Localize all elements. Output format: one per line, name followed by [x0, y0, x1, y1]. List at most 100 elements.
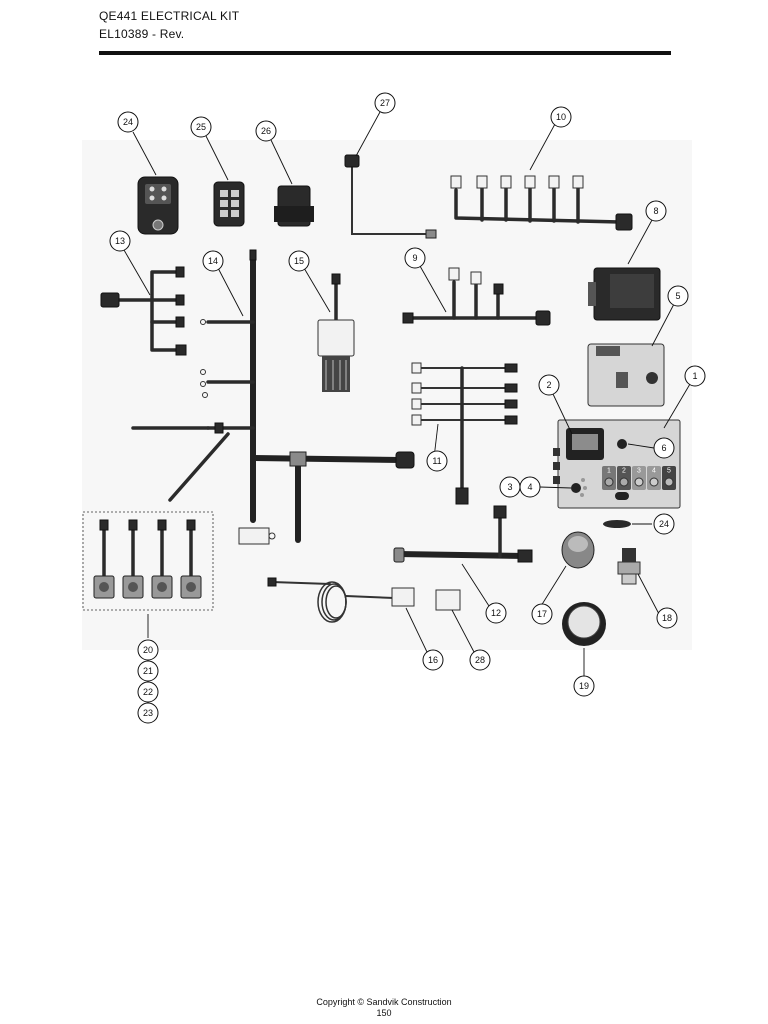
- callout-label: 8: [653, 206, 658, 216]
- control-box-button-4: 4: [647, 466, 661, 490]
- callout-21: 21: [137, 660, 159, 682]
- callout-5: 5: [667, 285, 689, 307]
- callout-label: 24: [659, 519, 669, 529]
- callout-10: 10: [550, 106, 572, 128]
- callout-28: 28: [469, 649, 491, 671]
- callout-label: 20: [143, 645, 153, 655]
- callout-label: 18: [662, 613, 672, 623]
- part-receiver-module: [274, 185, 314, 227]
- part-sensor-kit: [82, 511, 214, 611]
- part-small-remote: [213, 181, 245, 227]
- callout-label: 16: [428, 655, 438, 665]
- callout-23: 23: [137, 702, 159, 724]
- copyright-text: Copyright © Sandvik Construction: [316, 997, 452, 1007]
- callout-label: 21: [143, 666, 153, 676]
- callout-24-gasket: 24: [653, 513, 675, 535]
- callout-label: 3: [507, 482, 512, 492]
- control-box-button-label: 4: [652, 468, 656, 475]
- part-harness-11: [411, 362, 518, 505]
- document-subtitle: EL10389 - Rev.: [99, 27, 185, 41]
- part-cable-12: [393, 505, 533, 563]
- document-title: QE441 ELECTRICAL KIT: [99, 9, 240, 23]
- callout-19: 19: [573, 675, 595, 697]
- callout-label: 23: [143, 708, 153, 718]
- sensor-unit: [93, 519, 115, 599]
- part-handheld-remote: [137, 176, 179, 235]
- part-horn: [562, 602, 606, 646]
- callout-16: 16: [422, 649, 444, 671]
- callout-20: 20: [137, 639, 159, 661]
- page-footer: Copyright © Sandvik Construction 150: [0, 997, 768, 1019]
- header-rule: [99, 51, 671, 55]
- part-harness-9: [402, 267, 551, 326]
- callout-14: 14: [202, 250, 224, 272]
- callout-label: 25: [196, 122, 206, 132]
- control-box-button-5: 5: [662, 466, 676, 490]
- callout-26: 26: [255, 120, 277, 142]
- callout-label: 11: [432, 456, 441, 466]
- part-gasket: [603, 520, 631, 528]
- callout-12: 12: [485, 602, 507, 624]
- callout-label: 17: [537, 609, 547, 619]
- callout-label: 1: [692, 371, 697, 381]
- callout-label: 9: [412, 253, 417, 263]
- callout-label: 10: [556, 112, 566, 122]
- part-valve: [617, 548, 641, 585]
- part-antenna-cable: [344, 154, 437, 239]
- callout-label: 4: [527, 482, 532, 492]
- callout-4: 4: [519, 476, 541, 498]
- callout-label: 14: [208, 256, 218, 266]
- callout-25: 25: [190, 116, 212, 138]
- callout-label: 12: [491, 608, 501, 618]
- callout-8: 8: [645, 200, 667, 222]
- part-coiled-cable-16: [267, 577, 415, 623]
- control-box-button-2: 2: [617, 466, 631, 490]
- control-box-button-label: 5: [667, 468, 671, 475]
- callout-label: 27: [380, 98, 390, 108]
- control-box-button-label: 2: [622, 468, 626, 475]
- document-header: QE441 ELECTRICAL KIT EL10389 - Rev.: [99, 8, 671, 42]
- callout-13: 13: [109, 230, 131, 252]
- callout-label: 24: [123, 117, 133, 127]
- page-number: 150: [376, 1008, 392, 1018]
- callout-3: 3: [499, 476, 521, 498]
- callout-label: 15: [294, 256, 304, 266]
- callout-22: 22: [137, 681, 159, 703]
- part-relay-box-15: [317, 273, 355, 392]
- part-selector-switch: [571, 478, 629, 500]
- callout-6: 6: [653, 437, 675, 459]
- callout-label: 19: [579, 681, 589, 691]
- callout-9: 9: [404, 247, 426, 269]
- callout-17: 17: [531, 603, 553, 625]
- callout-label: 2: [546, 380, 551, 390]
- control-box-button-label: 1: [607, 468, 611, 475]
- part-label-28: [435, 589, 461, 611]
- leader-lines: [123, 111, 691, 676]
- callout-1: 1: [684, 365, 706, 387]
- part-beacon: [561, 531, 595, 569]
- callout-11: 11: [426, 450, 448, 472]
- part-main-harness-14: [131, 249, 415, 545]
- part-harness-13: [100, 266, 187, 356]
- sensor-unit: [122, 519, 144, 599]
- sensor-unit: [151, 519, 173, 599]
- callout-2: 2: [538, 374, 560, 396]
- callout-18: 18: [656, 607, 678, 629]
- callout-label: 26: [261, 126, 271, 136]
- part-controller-8: [588, 267, 661, 321]
- control-box-button-3: 3: [632, 466, 646, 490]
- sensor-unit: [180, 519, 202, 599]
- callout-label: 6: [661, 443, 666, 453]
- callout-label: 22: [143, 687, 153, 697]
- control-box-button-label: 3: [637, 468, 641, 475]
- callout-15: 15: [288, 250, 310, 272]
- control-box-button-1: 1: [602, 466, 616, 490]
- callout-27: 27: [374, 92, 396, 114]
- part-harness-10: [450, 175, 633, 231]
- part-control-module-5: [587, 343, 665, 407]
- callout-24-remote: 24: [117, 111, 139, 133]
- callout-label: 13: [115, 236, 125, 246]
- callout-label: 5: [675, 291, 680, 301]
- callout-label: 28: [475, 655, 485, 665]
